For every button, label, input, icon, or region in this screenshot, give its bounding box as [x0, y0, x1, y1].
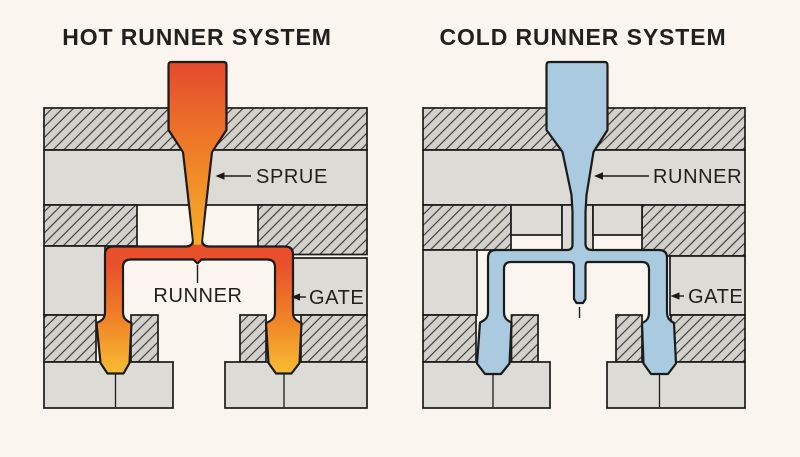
cold-runner-label: RUNNER	[653, 166, 743, 188]
hot-system-title: HOT RUNNER SYSTEM	[62, 24, 332, 50]
mold-plate-plain	[669, 255, 746, 316]
arrowhead-left-icon	[594, 172, 603, 180]
hot-runner-label: RUNNER	[153, 285, 243, 307]
mold-plate-hatched	[510, 314, 539, 363]
cold-gate-leader-arrow	[670, 292, 684, 300]
mold-insert-plain	[510, 204, 563, 236]
cold-runner-leader-arrow	[594, 172, 649, 180]
hot-gate-label: GATE	[309, 287, 365, 309]
mold-insert-plain	[584, 204, 594, 251]
mold-plate-plain	[224, 361, 368, 409]
mold-plate-plain	[43, 245, 106, 316]
mold-plate-hatched	[239, 314, 267, 363]
arrowhead-left-icon	[670, 292, 680, 300]
mold-plate-hatched	[43, 204, 138, 247]
mold-plate-hatched	[615, 314, 643, 363]
mold-plate-hatched	[130, 314, 159, 363]
cold-system-title: COLD RUNNER SYSTEM	[439, 24, 727, 50]
sprue-label: SPRUE	[256, 166, 328, 188]
mold-plate-plain	[606, 361, 746, 409]
hot-sprue-melt	[170, 63, 225, 245]
mold-insert-plain	[592, 204, 643, 236]
cold-melt-channel	[475, 60, 678, 376]
hot-runner-diagram	[43, 60, 368, 409]
mold-plate-hatched	[43, 314, 97, 363]
arrowhead-left-icon	[215, 172, 225, 180]
mold-plate-hatched	[641, 204, 746, 257]
mold-plate-hatched	[422, 204, 512, 251]
sprue-leader-arrow	[215, 172, 251, 180]
cold-runner-diagram	[422, 60, 746, 409]
cold-gate-label: GATE	[688, 286, 744, 308]
cold-mold-plates	[422, 107, 746, 409]
mold-plate-hatched	[422, 314, 477, 363]
hot-gate-leader-arrow	[291, 293, 306, 301]
mold-plate-plain	[422, 249, 478, 316]
arrowhead-left-icon	[291, 293, 300, 301]
mold-insert-plain	[561, 204, 574, 251]
mold-plate-hatched	[670, 314, 746, 363]
mold-plate-hatched	[300, 314, 368, 363]
